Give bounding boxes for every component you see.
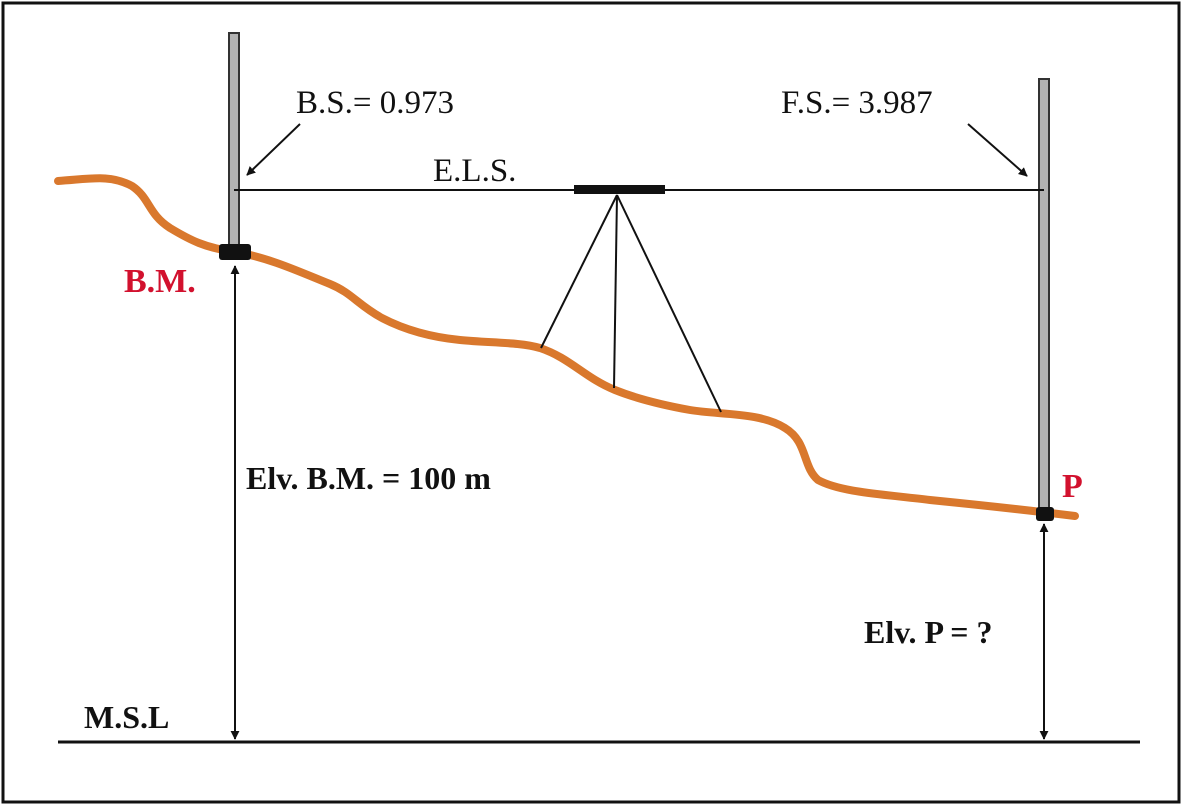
level-instrument [574,185,665,194]
point-p-marker [1036,507,1054,521]
foresight-pointer-arrow [967,123,1028,177]
ground-profile [54,174,1079,520]
tripod-leg-right [616,194,722,413]
point-p-label: P [1062,468,1083,505]
backsight-label: B.S.= 0.973 [296,85,454,121]
foresight-staff [1038,78,1050,512]
backsight-pointer-arrow [246,123,301,176]
benchmark-marker [219,244,251,260]
line-of-sight-label: E.L.S. [433,153,516,189]
msl-label: M.S.L [84,699,169,735]
tripod-leg-left [540,194,618,349]
foresight-label: F.S.= 3.987 [781,85,933,121]
point-elevation-label: Elv. P = ? [864,614,992,650]
tripod-leg-center [613,194,618,389]
benchmark-elevation-label: Elv. B.M. = 100 m [246,460,491,496]
benchmark-label: B.M. [124,263,196,300]
backsight-staff [228,32,240,248]
